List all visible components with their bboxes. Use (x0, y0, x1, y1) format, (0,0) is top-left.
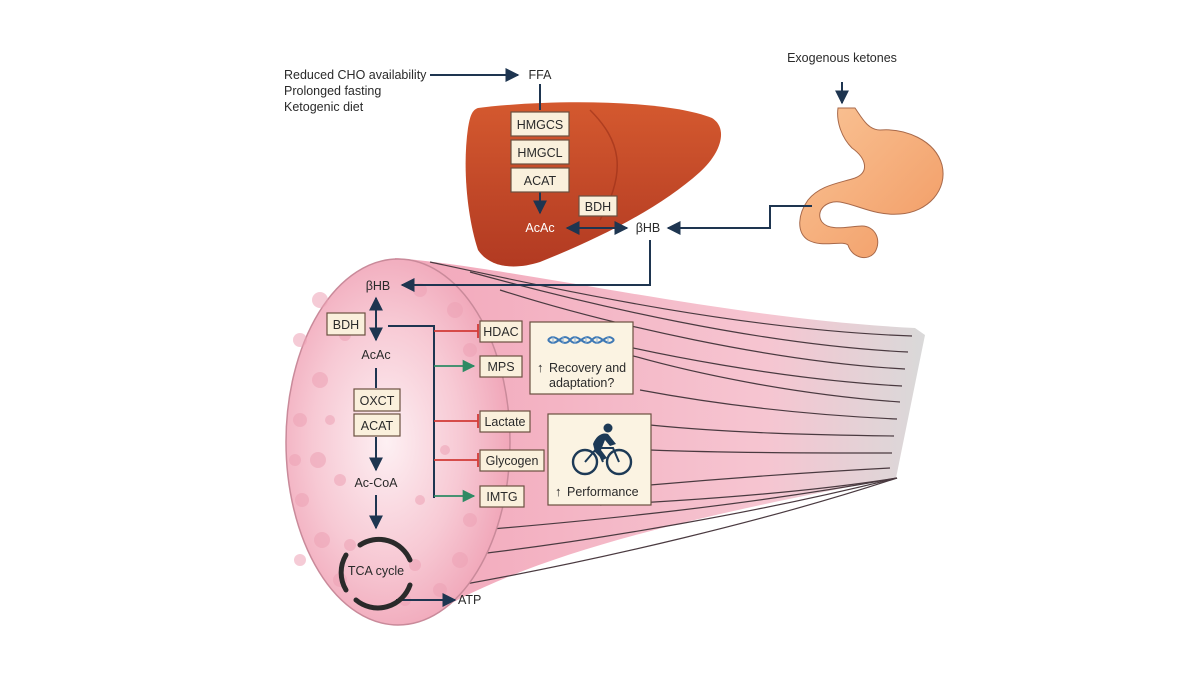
performance-label: Performance (567, 485, 639, 499)
svg-text:MPS: MPS (487, 360, 514, 374)
bhb-signaling-trunk (388, 325, 435, 498)
svg-text:BDH: BDH (585, 200, 611, 214)
liver-bhb-to-muscle-arrow (400, 240, 651, 292)
muscle-accoa-label: Ac-CoA (354, 476, 398, 490)
muscle-cross-section (285, 258, 511, 626)
muscle-bdh-box: BDH (326, 312, 366, 336)
svg-text:ACAT: ACAT (524, 174, 557, 188)
liver-acac-label: AcAc (525, 221, 554, 235)
liver-shape (465, 102, 722, 267)
liver-enzyme-acat: ACAT (510, 167, 570, 193)
recovery-line2: adaptation? (549, 376, 614, 390)
liver-enzyme-hmgcl: HMGCL (510, 139, 570, 165)
muscle-bhb-label: βHB (366, 279, 391, 293)
muscle-texture-dots (289, 283, 477, 606)
atp-label: ATP (458, 593, 481, 607)
liver-bdh-box: BDH (578, 195, 618, 217)
liver-bhb-label: βHB (636, 221, 661, 235)
exogenous-ketones-label: Exogenous ketones (787, 51, 897, 65)
svg-text:Glycogen: Glycogen (486, 454, 539, 468)
recovery-panel: ↑ Recovery and adaptation? (529, 321, 634, 395)
svg-text:HDAC: HDAC (483, 325, 518, 339)
tca-cycle: TCA cycle (338, 536, 413, 611)
target-imtg: IMTG (479, 485, 525, 508)
target-mps: MPS (479, 355, 523, 378)
input-prolonged-fasting: Prolonged fasting (284, 84, 381, 98)
muscle-fiber-bundle (395, 258, 925, 622)
muscle-acac-label: AcAc (361, 348, 390, 362)
svg-text:BDH: BDH (333, 318, 359, 332)
muscle-enzyme-oxct: OXCT (353, 388, 401, 412)
target-glycogen: Glycogen (479, 449, 545, 472)
pathway-arrows (369, 68, 849, 607)
svg-text:Lactate: Lactate (484, 415, 525, 429)
dna-icon (547, 336, 615, 344)
tca-cycle-label: TCA cycle (348, 564, 404, 578)
input-reduced-cho: Reduced CHO availability (284, 68, 427, 82)
svg-text:HMGCL: HMGCL (517, 146, 562, 160)
stomach-illustration (799, 107, 944, 259)
stomach-shape (799, 107, 944, 259)
muscle-enzyme-acat: ACAT (353, 413, 401, 437)
performance-panel: ↑ Performance (547, 413, 652, 506)
liver-enzyme-hmgcs: HMGCS (510, 111, 570, 137)
svg-text:HMGCS: HMGCS (517, 118, 564, 132)
recovery-line1: Recovery and (549, 361, 626, 375)
liver-illustration (465, 102, 722, 267)
svg-text:IMTG: IMTG (486, 490, 517, 504)
stomach-to-bhb-arrow (666, 205, 812, 235)
muscle-illustration (285, 258, 925, 626)
cyclist-icon (571, 423, 633, 476)
ffa-label: FFA (529, 68, 553, 82)
performance-up-arrow: ↑ (555, 484, 562, 499)
recovery-up-arrow: ↑ (537, 360, 544, 375)
target-lactate: Lactate (479, 410, 531, 433)
svg-text:OXCT: OXCT (360, 394, 395, 408)
svg-text:ACAT: ACAT (361, 419, 394, 433)
input-ketogenic-diet: Ketogenic diet (284, 100, 364, 114)
target-hdac: HDAC (479, 320, 523, 343)
